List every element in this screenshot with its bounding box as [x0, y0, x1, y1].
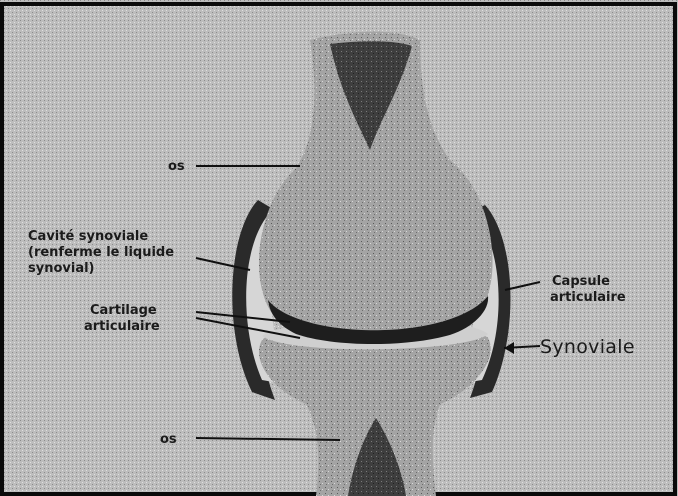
label-capsule-articulaire-2: articulaire	[550, 290, 626, 305]
label-capsule-articulaire: Capsule	[552, 274, 610, 289]
label-os-bottom: os	[160, 432, 177, 447]
label-cavite-detail-1: (renferme le liquide	[28, 245, 174, 260]
label-synoviale: Synoviale	[540, 336, 635, 358]
label-cartilage-articulaire: Cartilage	[90, 303, 157, 318]
label-cavite-detail-2: synovial)	[28, 261, 95, 276]
label-os-top: os	[168, 159, 185, 174]
label-cartilage-articulaire-2: articulaire	[84, 319, 160, 334]
label-cavite-synoviale: Cavité synoviale	[28, 229, 148, 244]
